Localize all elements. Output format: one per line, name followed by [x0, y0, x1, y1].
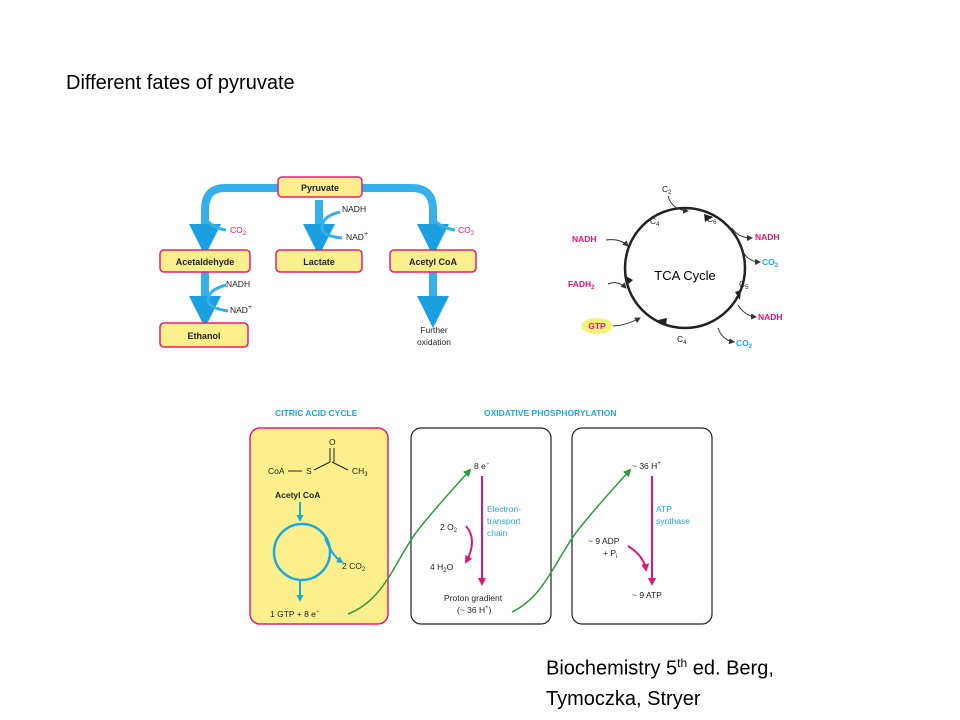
- nadh-left-label: NADH: [226, 279, 250, 289]
- citric-mini-cycle: [272, 522, 332, 582]
- co2-left-label: CO2: [230, 225, 247, 237]
- tca-co2-right-2: CO2: [736, 338, 753, 350]
- etc-label-3: chain: [487, 528, 508, 538]
- tca-c5: C5: [739, 279, 749, 291]
- etc-label-2: transport: [487, 516, 521, 526]
- acetaldehyde-label: Acetaldehyde: [176, 257, 235, 267]
- tca-c2: C2: [662, 184, 672, 196]
- four-h2o-label: 4 H2O: [430, 562, 454, 574]
- tca-c6: C6: [707, 214, 717, 226]
- eight-electrons-label: 8 e−: [474, 461, 490, 471]
- oxidation-label: oxidation: [417, 337, 451, 347]
- nadh-mid-label: NADH: [342, 204, 366, 214]
- nadh-left-side-arrow: [206, 283, 229, 313]
- tca-nadh-right-2: NADH: [758, 312, 783, 322]
- nad-left-label: NAD+: [230, 304, 252, 315]
- tca-fadh2: FADH2: [568, 279, 595, 291]
- two-co2-label: 2 CO2: [342, 561, 366, 573]
- citric-acid-box: [249, 427, 389, 625]
- pyruvate-label: Pyruvate: [301, 183, 339, 193]
- tca-label: TCA Cycle: [654, 268, 715, 283]
- acetaldehyde-box: [159, 249, 251, 273]
- further-label: Further: [420, 325, 448, 335]
- oxygen-atom: O: [329, 437, 336, 447]
- tca-nadh-right-1: NADH: [755, 232, 780, 242]
- citation-line-2: Tymoczka, Stryer: [546, 687, 701, 710]
- proton-gradient-label: Proton gradient: [444, 593, 503, 603]
- acetyl-coa-caption: Acetyl CoA: [275, 490, 320, 500]
- atp-synthase-label-1: ATP: [656, 504, 672, 514]
- adp-label: ~ 9 ADP: [588, 536, 620, 546]
- citation-caption: Biochemistry 5th ed. Berg, Tymoczka, Str…: [546, 648, 774, 714]
- nadh-mid-side-arrow: [320, 210, 343, 240]
- atp-synthase-box: [571, 427, 713, 625]
- oxidation-panel: CITRIC ACID CYCLE OXIDATIVE PHOSPHORYLAT…: [249, 408, 713, 625]
- proton-transfer-arrow: [511, 468, 632, 613]
- arrow-to-acetaldehyde: [189, 184, 278, 256]
- electron-transfer-arrow: [347, 468, 472, 615]
- tca-cycle: TCA Cycle C2 C4 C6 C5 C4 NADH CO2 NADH C…: [568, 184, 783, 350]
- h36-label: ~ 36 H+: [632, 461, 661, 471]
- nad-mid-label: NAD+: [346, 231, 368, 242]
- coa-group: CoA: [268, 466, 285, 476]
- co2-right-side-arrow: [431, 217, 456, 232]
- lactate-label: Lactate: [303, 257, 335, 267]
- tca-nadh-left: NADH: [572, 234, 597, 244]
- heading-oxidative-phosphorylation: OXIDATIVE PHOSPHORYLATION: [484, 408, 617, 418]
- co2-right-label: CO2: [458, 225, 475, 237]
- pyruvate-box: [277, 176, 363, 198]
- tca-co2-right-1: CO2: [762, 257, 779, 269]
- ethanol-label: Ethanol: [188, 331, 221, 341]
- proton-count-label: (~ 36 H+): [457, 605, 492, 615]
- heading-citric-acid-cycle: CITRIC ACID CYCLE: [275, 408, 358, 418]
- lactate-box: [275, 249, 363, 273]
- pi-label: + Pi: [603, 548, 617, 560]
- atp-synthase-label-2: synthase: [656, 516, 690, 526]
- gtp-highlight: [581, 318, 613, 334]
- tca-c4-bottom: C4: [677, 334, 687, 346]
- etc-label-1: Electron-: [487, 504, 521, 514]
- page-title: Different fates of pyruvate: [66, 72, 295, 94]
- citation-line-1: Biochemistry 5th ed. Berg,: [546, 656, 774, 680]
- co2-left-side-arrow: [203, 217, 227, 232]
- acetyl-coa-label: Acetyl CoA: [409, 257, 458, 267]
- gtp-electrons-label: 1 GTP + 8 e−: [270, 609, 320, 619]
- ethanol-box: [159, 322, 249, 348]
- two-o2-label: 2 O2: [440, 522, 458, 534]
- acetyl-coa-box: [389, 249, 477, 273]
- atp9-label: ~ 9 ATP: [632, 590, 662, 600]
- tca-gtp: GTP: [588, 321, 606, 331]
- tca-c4-top: C4: [650, 216, 660, 228]
- sulfur-atom: S: [306, 466, 312, 476]
- arrow-to-acetyl-coa: [362, 184, 449, 256]
- methyl-group: CH3: [352, 466, 368, 478]
